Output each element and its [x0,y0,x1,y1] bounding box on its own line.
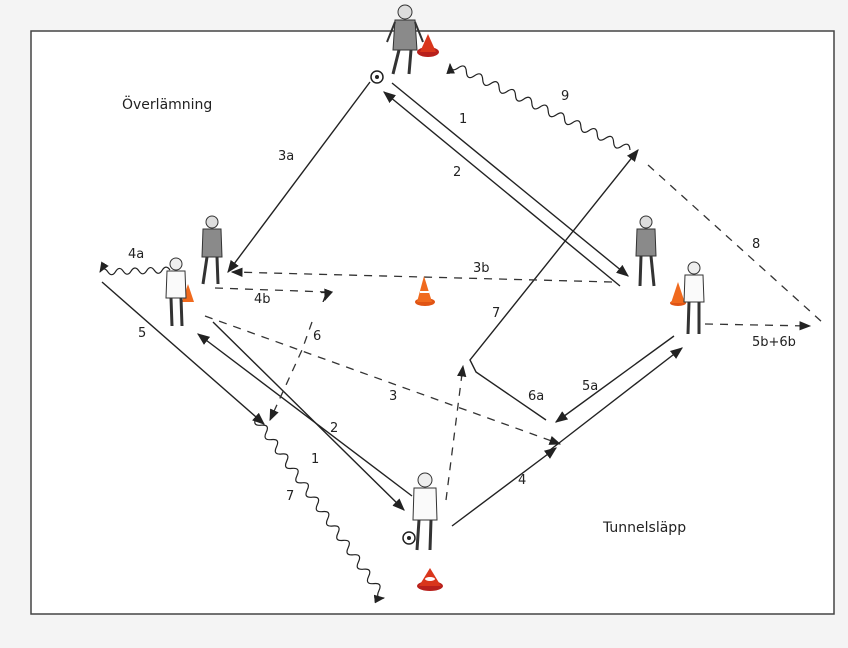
left-back-player [201,215,223,285]
field-boundary [30,30,835,615]
center-cone [415,276,435,306]
label-7-left: 7 [286,489,294,504]
left-front-player [165,257,187,327]
label-1-left: 1 [311,452,319,467]
label-2-top: 2 [453,165,461,180]
label-1-top: 1 [459,112,467,127]
label-3b: 3b [473,261,490,276]
run-7-right [469,149,639,421]
run-4b [214,287,334,302]
label-7-mid: 7 [492,306,500,321]
label-3a: 3a [278,149,294,164]
label-8: 8 [752,237,760,252]
run-3 [204,315,562,445]
label-4b: 4b [254,292,271,307]
run-5 [101,281,265,425]
right-back-player [635,215,657,287]
label-9: 9 [561,89,569,104]
pass-2-top [383,91,621,287]
dribble-4a [99,261,171,276]
label-5b6b: 5b+6b [752,335,796,350]
label-5: 5 [138,326,146,341]
right-front-player [683,261,705,335]
passes [101,81,683,527]
label-4: 4 [518,473,526,488]
label-2-left: 2 [330,421,338,436]
label-3: 3 [389,389,397,404]
pass-1-left [212,321,405,511]
dribbles [99,62,631,604]
caption-overlamning: Överlämning [122,95,212,113]
ball-top [370,70,384,84]
run-5b6b [704,321,812,331]
pass-6a [549,347,683,451]
dribble-9 [446,62,631,151]
top-player [386,4,424,75]
pass-5a [554,335,675,423]
bottom-player [412,472,438,551]
pass-1-top [391,82,629,277]
label-6a: 6a [528,389,544,404]
run-7-up [445,364,467,501]
dribble-7-left [254,417,386,604]
caption-tunnelslapp: Tunnelsläpp [602,520,686,536]
dashed-runs [204,164,823,501]
label-5a: 5a [582,379,598,394]
pass-3a [227,81,371,274]
right-cone [670,282,686,306]
label-6: 6 [313,329,321,344]
ball-bottom [402,531,416,545]
run-8 [647,164,823,327]
pass-2-left [196,333,413,497]
pass-4 [451,447,558,527]
top-cone [417,34,439,57]
bottom-cone [417,568,443,591]
run-6 [269,321,313,422]
label-7-upperleft: 7 [320,291,328,306]
run-3b [230,267,613,283]
label-4a: 4a [128,247,144,262]
